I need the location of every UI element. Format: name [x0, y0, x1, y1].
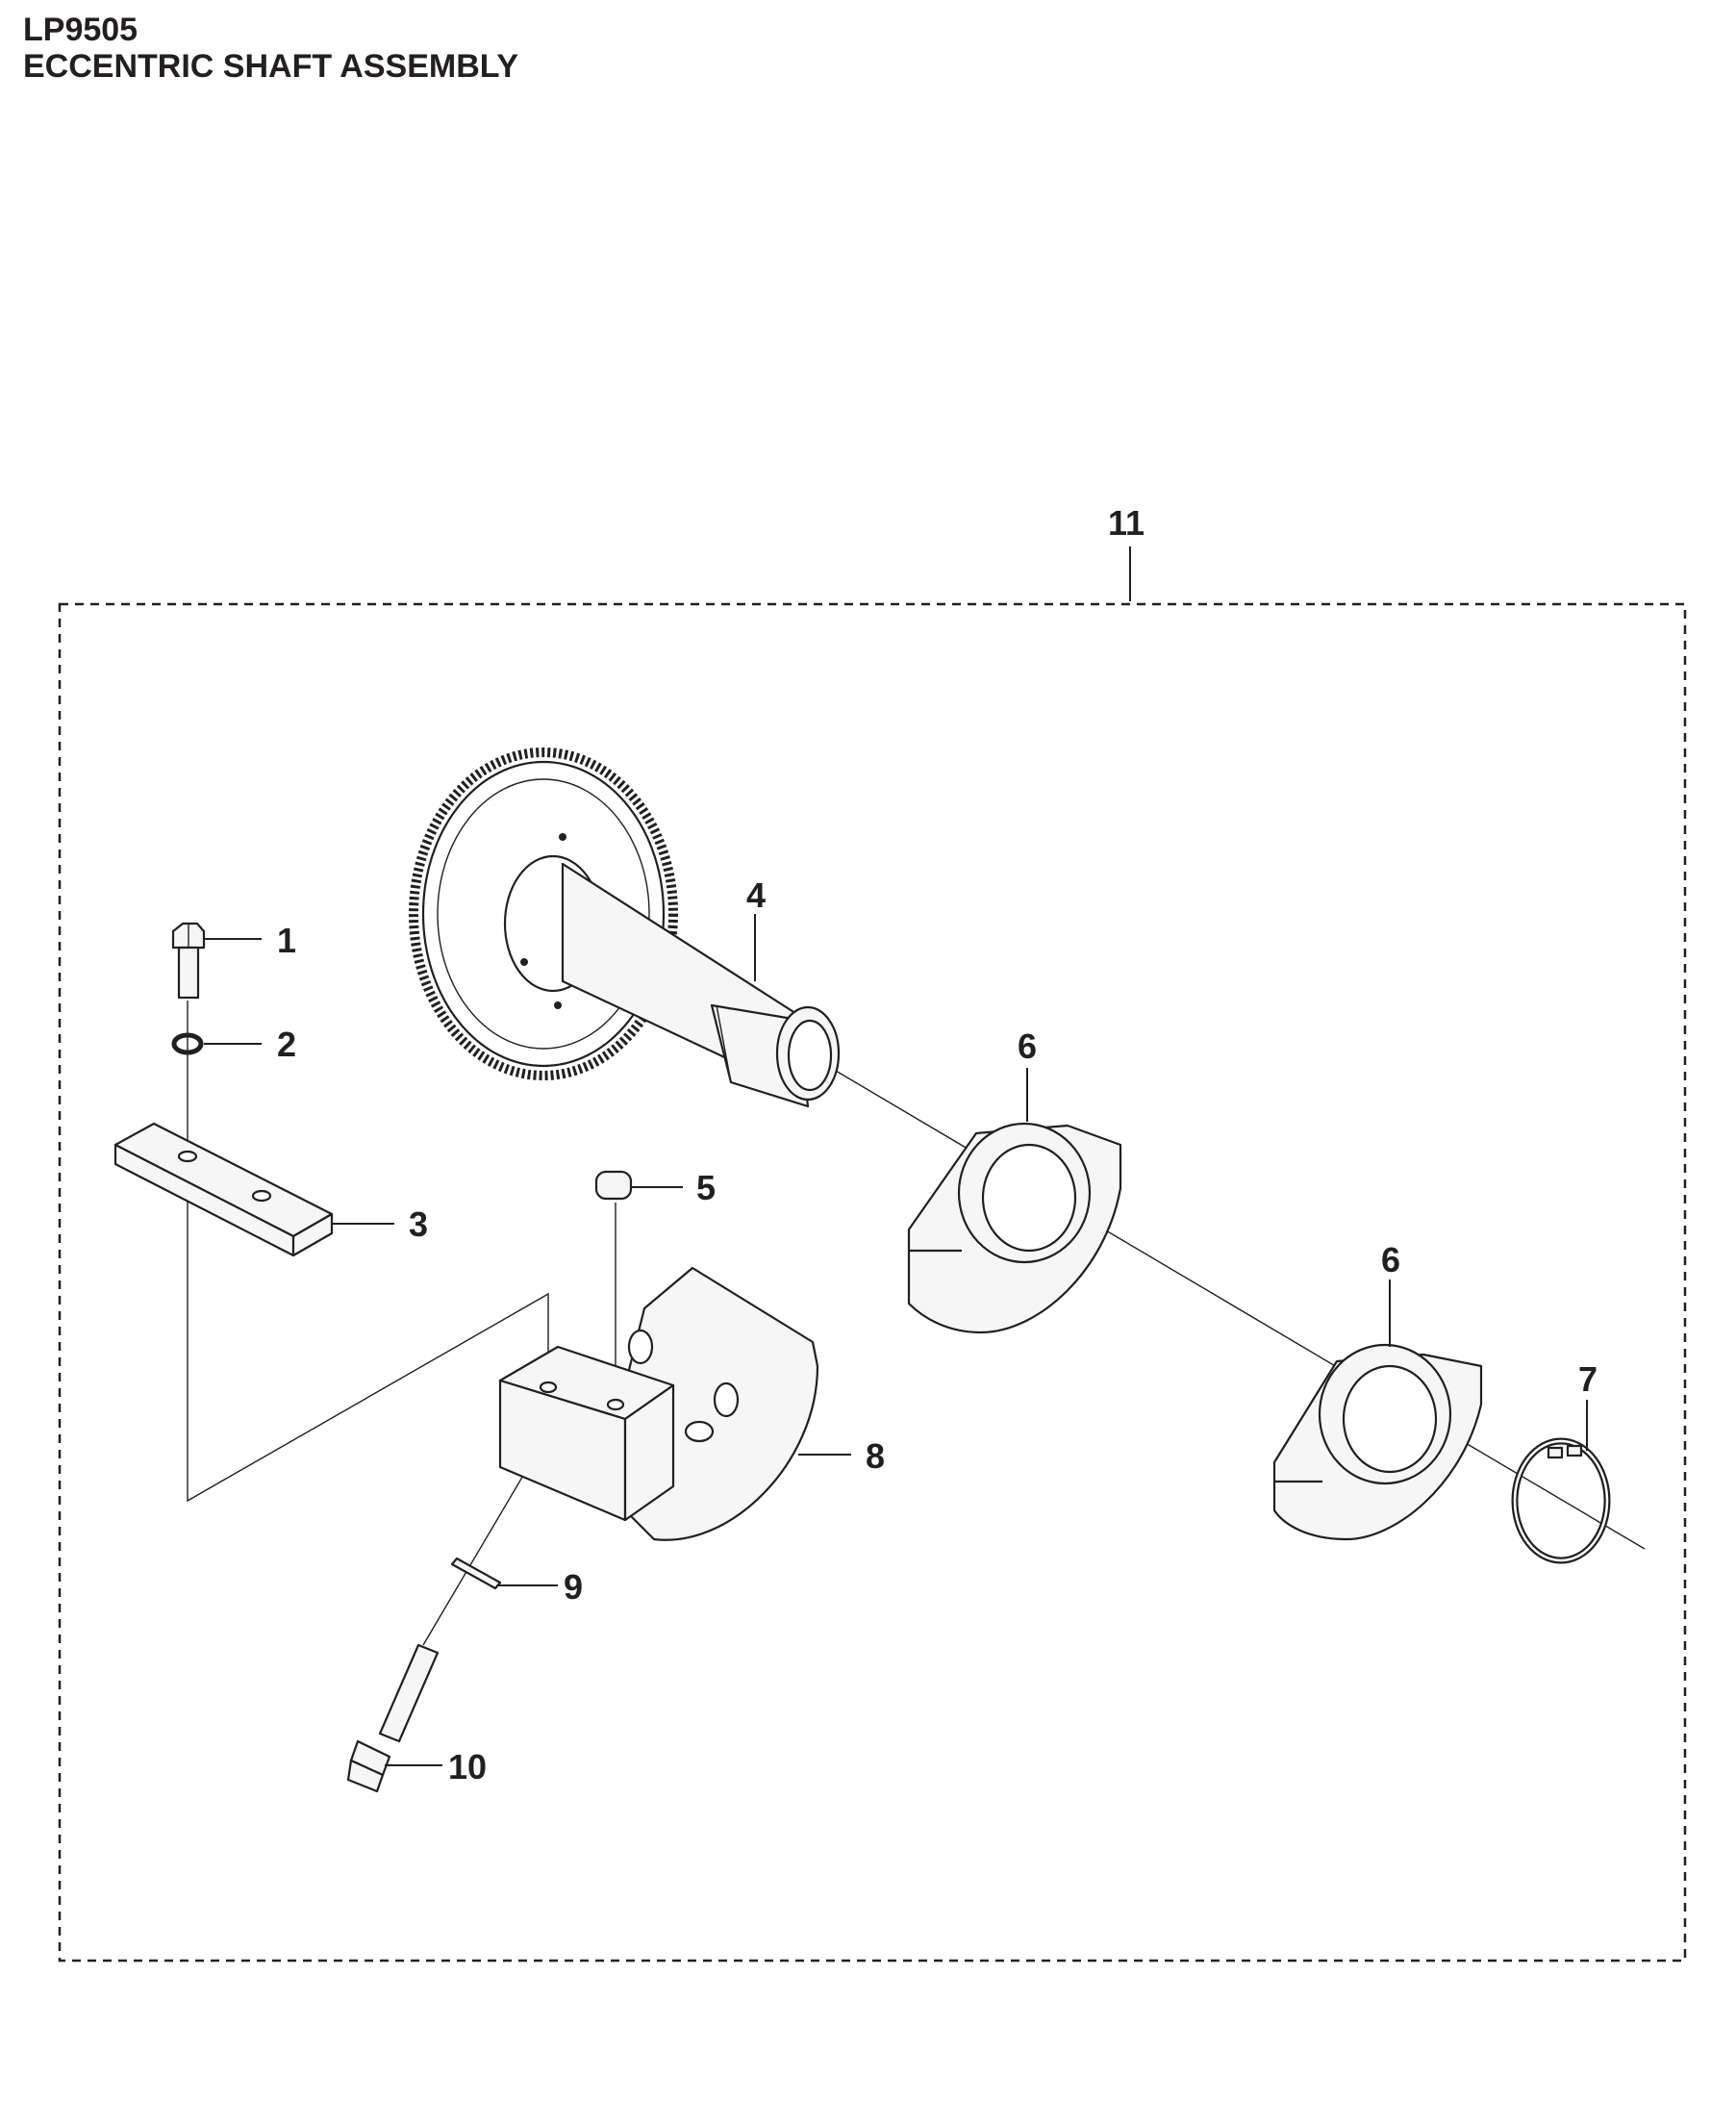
retaining-ring-icon	[1511, 1437, 1611, 1564]
counterweight-icon	[1272, 1343, 1483, 1541]
model-number: LP9505	[23, 12, 138, 48]
callout-11: 11	[1108, 503, 1145, 543]
page-title: ECCENTRIC SHAFT ASSEMBLY	[23, 48, 519, 85]
hex-bolt-icon	[171, 922, 206, 1000]
gear-shaft-icon	[409, 747, 841, 1108]
callout-6-lower: 6	[1381, 1240, 1400, 1280]
pin-icon	[450, 1557, 502, 1590]
plate-icon	[113, 1122, 334, 1257]
callout-3: 3	[409, 1204, 428, 1244]
callout-10: 10	[448, 1747, 487, 1786]
callout-7: 7	[1578, 1359, 1598, 1399]
socket-screw-icon	[346, 1643, 440, 1793]
callout-2: 2	[277, 1025, 296, 1064]
callout-leaders	[204, 546, 1588, 1766]
plate-to-weight-axis-line	[187, 1154, 549, 1503]
callout-9: 9	[564, 1567, 583, 1607]
key-icon	[594, 1170, 633, 1201]
screw-axis-line	[422, 1457, 535, 1646]
callout-1: 1	[277, 921, 296, 960]
eccentric-weight-icon	[498, 1266, 819, 1541]
callout-6-upper: 6	[1018, 1026, 1037, 1066]
callout-4: 4	[746, 875, 766, 915]
callout-5: 5	[696, 1168, 716, 1207]
counterweight-icon	[907, 1122, 1122, 1334]
shaft-axis-line	[797, 1048, 1646, 1550]
callout-8: 8	[866, 1436, 885, 1476]
lock-washer-icon	[171, 1032, 204, 1055]
assembly-kit-boundary	[58, 602, 1687, 1963]
page-header: LP9505 ECCENTRIC SHAFT ASSEMBLY	[23, 12, 518, 85]
